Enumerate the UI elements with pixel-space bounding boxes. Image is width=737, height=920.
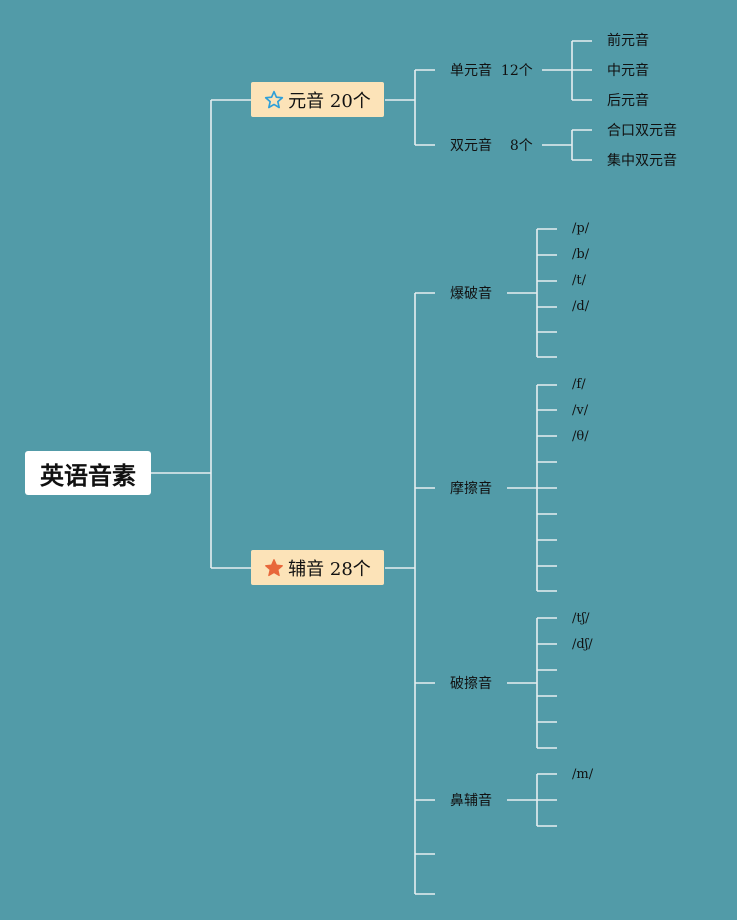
vowel-group-monophthong: 单元音 12个: [450, 62, 533, 80]
vowel-leaf-centering-diphthong: 集中双元音: [607, 153, 677, 169]
ipa-m: /m/: [572, 767, 594, 782]
vowel-group-diphthong: 双元音 8个: [450, 137, 533, 155]
group-count: 8个: [509, 138, 533, 154]
star-filled-icon: [265, 558, 284, 576]
vowel-leaf-closing-diphthong: 合口双元音: [607, 123, 677, 139]
category-vowel: 元音 20个: [251, 82, 384, 117]
ipa-d: /d/: [572, 299, 590, 314]
vowel-leaf-front: 前元音: [607, 33, 649, 49]
category-vowel-label: 元音 20个: [288, 90, 371, 112]
ipa-theta: /θ/: [572, 429, 589, 444]
category-consonant: 辅音 28个: [251, 550, 384, 585]
ipa-b: /b/: [572, 247, 590, 262]
category-consonant-label: 辅音 28个: [288, 558, 371, 580]
ipa-p: /p/: [572, 221, 590, 236]
consonant-group-affricate: 破擦音: [450, 676, 492, 692]
ipa-v: /v/: [572, 403, 589, 418]
consonant-group-nasal: 鼻辅音: [450, 793, 492, 809]
group-name: 单元音: [450, 63, 492, 79]
vowel-leaf-central: 中元音: [607, 63, 649, 79]
group-name: 双元音: [450, 138, 492, 154]
vowel-leaf-back: 后元音: [607, 93, 649, 109]
group-count: 12个: [500, 63, 533, 79]
root-node-english-phonemes: 英语音素: [25, 451, 151, 495]
consonant-group-fricative: 摩擦音: [450, 481, 492, 497]
star-outline-icon: [265, 90, 284, 108]
ipa-f: /f/: [572, 377, 586, 392]
ipa-dsh: /dʃ/: [572, 637, 593, 652]
consonant-group-plosive: 爆破音: [450, 286, 492, 302]
ipa-t: /t/: [572, 273, 586, 288]
ipa-tsh: /tʃ/: [572, 611, 590, 626]
